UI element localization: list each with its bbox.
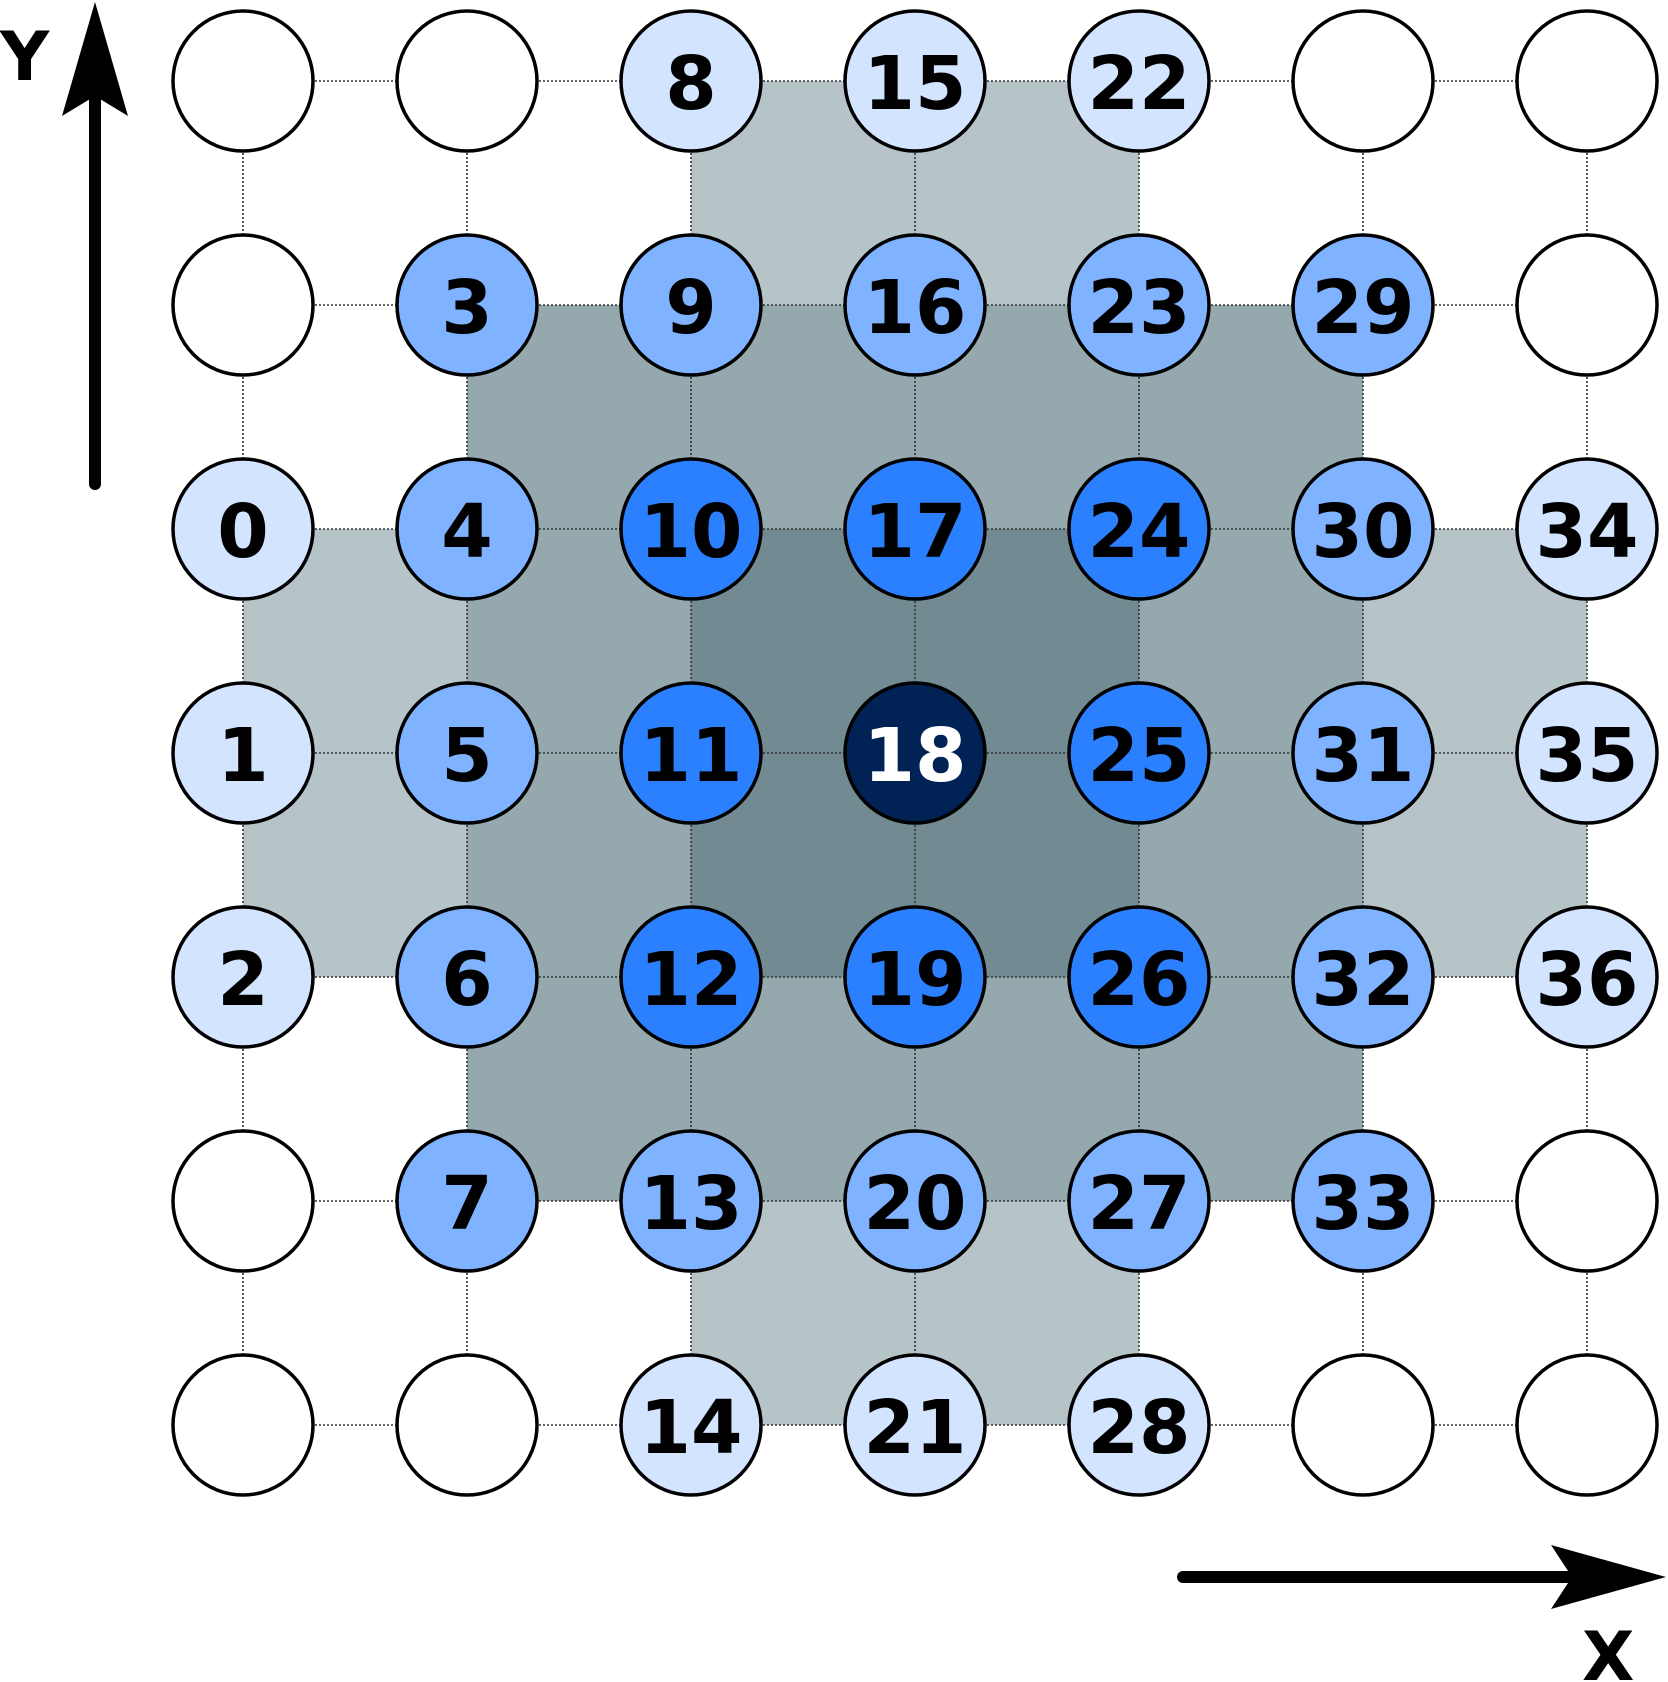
grid-node xyxy=(1067,1129,1211,1273)
node-label: 35 xyxy=(1536,713,1639,799)
grid-node xyxy=(395,681,539,825)
grid-node xyxy=(1291,1353,1435,1497)
grid-node xyxy=(171,905,315,1049)
grid-node xyxy=(1515,9,1659,153)
x-axis-arrowhead xyxy=(1551,1545,1666,1609)
node-label: 19 xyxy=(864,937,967,1023)
y-axis-arrowhead xyxy=(62,2,128,116)
node-label: 28 xyxy=(1088,1385,1191,1471)
grid-node xyxy=(1515,1353,1659,1497)
grid-node xyxy=(619,681,763,825)
node-label: 12 xyxy=(640,937,743,1023)
grid-node xyxy=(1067,1353,1211,1497)
grid-node xyxy=(1515,233,1659,377)
node-label: 11 xyxy=(640,713,743,799)
grid-node xyxy=(619,9,763,153)
node-label: 25 xyxy=(1088,713,1191,799)
grid-node xyxy=(1067,9,1211,153)
grid-node xyxy=(619,457,763,601)
grid-node xyxy=(1515,681,1659,825)
node-label: 18 xyxy=(864,713,967,799)
node-label: 0 xyxy=(217,489,269,575)
grid-node xyxy=(395,233,539,377)
x-axis: X xyxy=(1177,1545,1666,1682)
grid-node xyxy=(619,1353,763,1497)
grid-node xyxy=(843,9,987,153)
node-label: 1 xyxy=(217,713,269,799)
grid-node xyxy=(1515,1129,1659,1273)
grid-node xyxy=(171,9,315,153)
node-label: 34 xyxy=(1536,489,1639,575)
node-label: 14 xyxy=(640,1385,743,1471)
grid-node xyxy=(171,681,315,825)
grid-node xyxy=(843,1353,987,1497)
node-label: 26 xyxy=(1088,937,1191,1023)
node-label: 32 xyxy=(1312,937,1415,1023)
grid-node xyxy=(1067,681,1211,825)
node-label: 23 xyxy=(1088,265,1191,351)
node-label: 10 xyxy=(640,489,743,575)
grid-node xyxy=(395,457,539,601)
grid-node xyxy=(1291,457,1435,601)
node-label: 13 xyxy=(640,1161,743,1247)
node-label: 31 xyxy=(1312,713,1415,799)
grid-node xyxy=(171,457,315,601)
grid-node xyxy=(843,905,987,1049)
grid-node xyxy=(619,905,763,1049)
grid-node xyxy=(1291,681,1435,825)
grid-node xyxy=(171,233,315,377)
y-axis: Y xyxy=(0,2,128,490)
node-label: 20 xyxy=(864,1161,967,1247)
grid-node xyxy=(1515,457,1659,601)
grid-node xyxy=(1291,1129,1435,1273)
node-label: 2 xyxy=(217,937,269,1023)
node-label: 16 xyxy=(864,265,967,351)
node-label: 15 xyxy=(864,41,967,127)
grid-node xyxy=(843,233,987,377)
node-label: 22 xyxy=(1088,41,1191,127)
node-label: 36 xyxy=(1536,937,1639,1023)
node-label: 6 xyxy=(441,937,493,1023)
y-axis-label: Y xyxy=(0,18,50,97)
grid-node xyxy=(619,233,763,377)
grid-node xyxy=(395,1129,539,1273)
node-label: 33 xyxy=(1312,1161,1415,1247)
grid-node xyxy=(1515,905,1659,1049)
grid-node xyxy=(171,1129,315,1273)
node-label: 29 xyxy=(1312,265,1415,351)
grid-node xyxy=(843,1129,987,1273)
grid-node xyxy=(843,457,987,601)
node-label: 24 xyxy=(1088,489,1191,575)
grid-node xyxy=(1067,457,1211,601)
node-label: 4 xyxy=(441,489,493,575)
node-label: 30 xyxy=(1312,489,1415,575)
node-label: 27 xyxy=(1088,1161,1191,1247)
node-label: 9 xyxy=(665,265,717,351)
node-label: 8 xyxy=(665,41,717,127)
grid-node xyxy=(395,1353,539,1497)
grid-node xyxy=(1291,9,1435,153)
grid-node xyxy=(395,905,539,1049)
x-axis-label: X xyxy=(1582,1618,1634,1682)
grid-node xyxy=(1291,233,1435,377)
node-label: 3 xyxy=(441,265,493,351)
grid-node xyxy=(1291,905,1435,1049)
grid-node xyxy=(843,681,987,825)
grid-node xyxy=(1067,233,1211,377)
grid-node xyxy=(619,1129,763,1273)
grid-node xyxy=(171,1353,315,1497)
node-label: 17 xyxy=(864,489,967,575)
node-label: 5 xyxy=(441,713,493,799)
grid-node xyxy=(1067,905,1211,1049)
node-label: 21 xyxy=(864,1385,967,1471)
grid-node xyxy=(395,9,539,153)
node-label: 7 xyxy=(441,1161,493,1247)
